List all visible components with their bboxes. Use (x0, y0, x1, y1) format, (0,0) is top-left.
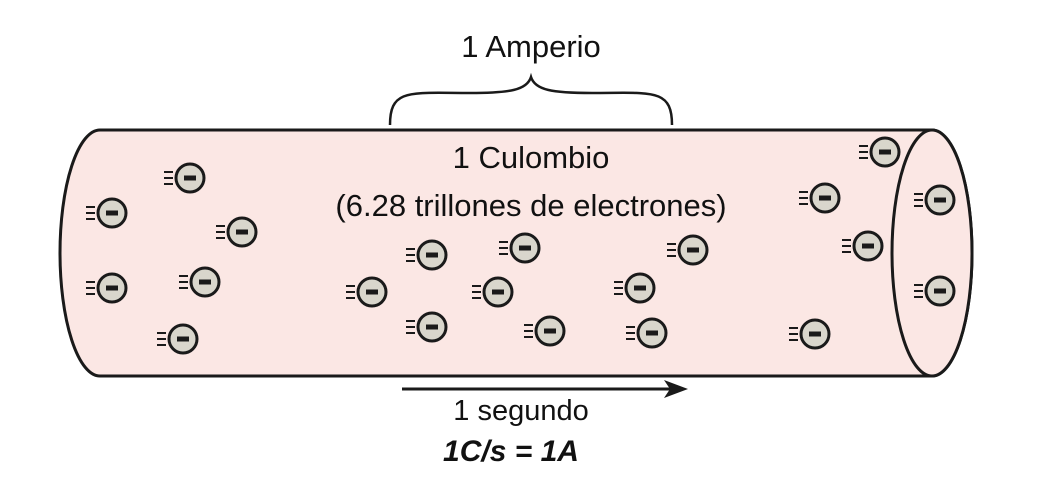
electron-count-label: (6.28 trillones de electrones) (335, 188, 726, 223)
ampere-label: 1 Amperio (461, 29, 601, 64)
time-label: 1 segundo (453, 395, 588, 427)
coulomb-label: 1 Culombio (453, 140, 610, 175)
equation-label: 1C/s = 1A (443, 435, 579, 468)
ampere-brace (388, 72, 674, 126)
arrow-right-icon (402, 380, 688, 398)
wire-tube-end-face (890, 128, 974, 378)
